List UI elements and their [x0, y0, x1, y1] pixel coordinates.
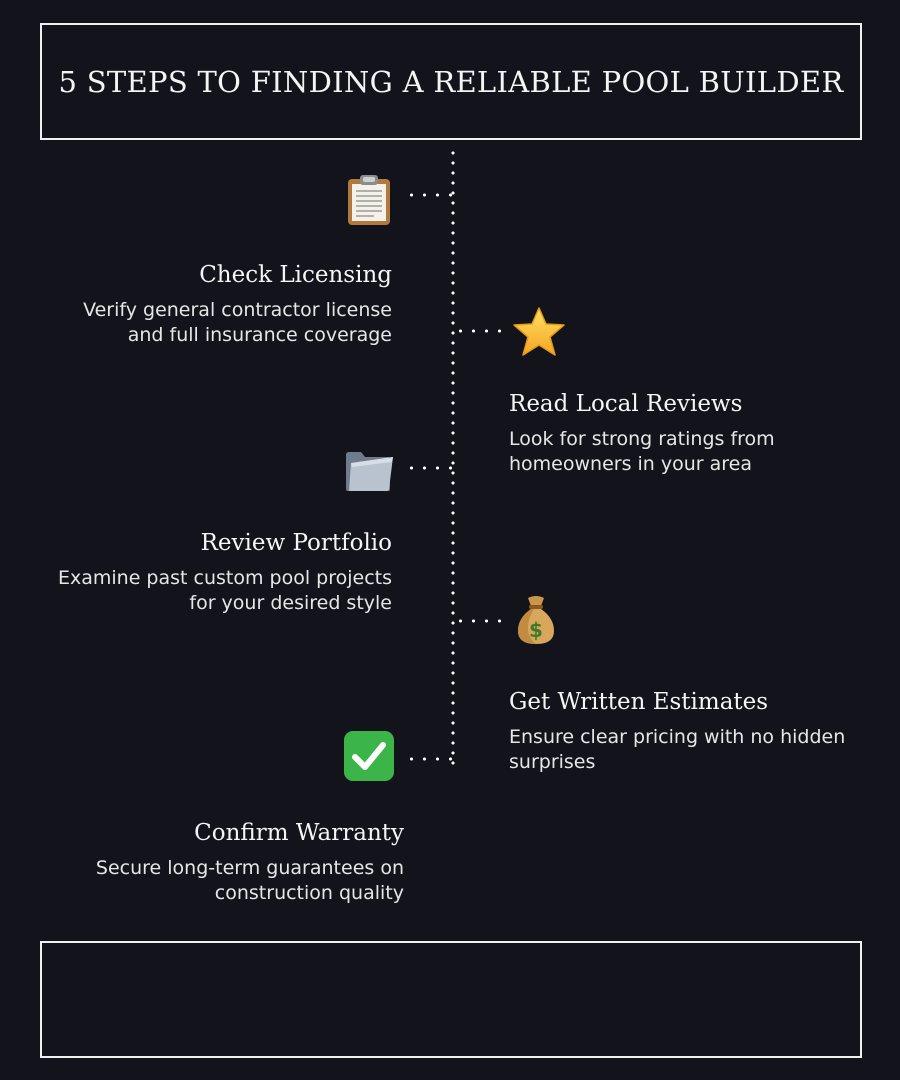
footer-box [40, 941, 862, 1058]
step-review-portfolio: Review Portfolio Examine past custom poo… [0, 530, 392, 616]
step-description: Examine past custom pool projects for yo… [57, 567, 392, 614]
clipboard-icon [341, 172, 397, 228]
step-read-local-reviews: Read Local Reviews Look for strong ratin… [509, 391, 869, 477]
page-title: 5 STEPS TO FINDING A RELIABLE POOL BUILD… [58, 64, 844, 99]
step-4-connector [454, 619, 502, 623]
step-1-connector [405, 193, 453, 197]
step-title: Check Licensing [199, 262, 392, 288]
step-description: Ensure clear pricing with no hidden surp… [509, 726, 846, 773]
step-title: Read Local Reviews [509, 391, 743, 417]
svg-text:$: $ [529, 618, 543, 642]
step-2-connector [454, 329, 502, 333]
step-confirm-warranty: Confirm Warranty Secure long-term guaran… [4, 820, 404, 906]
step-description: Secure long-term guarantees on construct… [95, 857, 404, 904]
star-icon [511, 304, 567, 360]
step-title: Confirm Warranty [194, 820, 404, 846]
title-box: 5 STEPS TO FINDING A RELIABLE POOL BUILD… [40, 23, 862, 140]
step-5-connector [405, 757, 453, 761]
step-title: Get Written Estimates [509, 689, 769, 715]
folder-icon [341, 441, 397, 497]
step-description: Verify general contractor license and fu… [83, 299, 392, 346]
money-bag-icon: $ [508, 592, 564, 648]
step-description: Look for strong ratings from homeowners … [509, 428, 775, 475]
timeline-spine [451, 148, 455, 770]
step-get-written-estimates: Get Written Estimates Ensure clear prici… [509, 689, 879, 775]
step-3-connector [405, 466, 453, 470]
step-title: Review Portfolio [200, 530, 392, 556]
check-mark-icon [341, 728, 397, 784]
step-check-licensing: Check Licensing Verify general contracto… [12, 262, 392, 348]
